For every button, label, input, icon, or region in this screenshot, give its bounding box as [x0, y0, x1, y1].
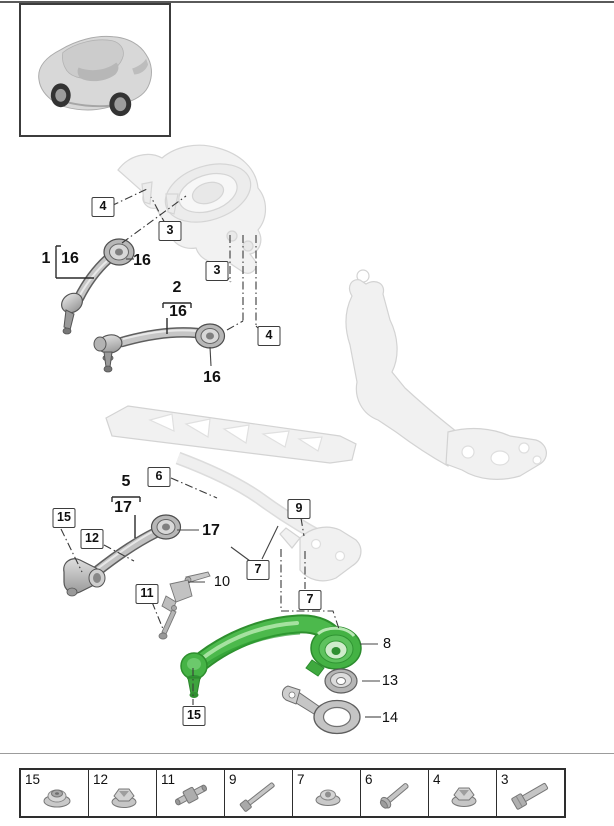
callout-13[interactable]: 13 — [381, 672, 399, 689]
flange-nut-icon — [111, 788, 137, 808]
legend-divider — [0, 753, 614, 754]
legend-number: 7 — [297, 772, 305, 787]
callout-box-11[interactable]: 11 — [135, 584, 159, 604]
callout-14[interactable]: 14 — [381, 709, 399, 726]
flange-nut-icon — [451, 787, 477, 807]
legend-cell-15[interactable]: 15 — [21, 770, 89, 816]
control-arm-5-part — [63, 514, 182, 597]
callout-10[interactable]: 10 — [213, 573, 231, 590]
bushing-13-part — [324, 668, 358, 694]
callout-17-bushing[interactable]: 17 — [202, 522, 220, 539]
legend-number: 12 — [93, 772, 109, 787]
flange-head-bolt-icon — [379, 783, 409, 809]
callout-16-bushing1[interactable]: 16 — [133, 252, 151, 269]
callout-box-4-upper[interactable]: 4 — [91, 197, 115, 217]
wheel-carrier-part — [117, 144, 267, 274]
subframe-part — [105, 269, 547, 582]
legend-number: 6 — [365, 772, 373, 787]
callout-16-bushing2[interactable]: 16 — [203, 369, 221, 386]
legend-cell-9[interactable]: 9 — [225, 770, 293, 816]
callout-2[interactable]: 2 — [172, 279, 182, 296]
callout-box-3-upper[interactable]: 3 — [158, 221, 182, 241]
callout-box-9[interactable]: 9 — [287, 499, 311, 519]
legend-cell-3[interactable]: 3 — [497, 770, 564, 816]
callout-box-3-lower[interactable]: 3 — [205, 261, 229, 281]
callout-17-group[interactable]: 17 — [114, 499, 132, 516]
callout-box-7-left[interactable]: 7 — [246, 560, 270, 580]
callout-1[interactable]: 1 — [41, 250, 51, 267]
callout-box-7-right[interactable]: 7 — [298, 590, 322, 610]
callout-box-12[interactable]: 12 — [80, 529, 104, 549]
hex-bolt-icon — [511, 783, 549, 810]
level-sensor-10-part — [158, 571, 211, 640]
legend-cell-12[interactable]: 12 — [89, 770, 157, 816]
callout-box-6[interactable]: 6 — [147, 467, 171, 487]
callout-box-15-arm[interactable]: 15 — [52, 508, 76, 528]
legend-number: 3 — [501, 772, 509, 787]
vehicle-thumbnail — [19, 3, 171, 137]
callout-8[interactable]: 8 — [382, 635, 392, 652]
top-divider — [0, 1, 614, 3]
clamp-bracket-14-part — [281, 685, 361, 735]
legend-number: 4 — [433, 772, 441, 787]
legend-number: 9 — [229, 772, 237, 787]
dome-flange-nut-icon — [43, 789, 71, 808]
legend-cell-7[interactable]: 7 — [293, 770, 361, 816]
callout-box-15-balljoint[interactable]: 15 — [182, 706, 206, 726]
callout-5[interactable]: 5 — [121, 473, 131, 490]
upper-link-2-part — [93, 323, 226, 373]
double-stud-icon — [174, 784, 208, 806]
long-hex-bolt-icon — [239, 782, 275, 812]
legend-number: 11 — [161, 772, 176, 787]
flange-nut-icon — [315, 789, 341, 806]
fastener-legend: 15 12 11 — [19, 768, 566, 818]
callout-16-group1[interactable]: 16 — [61, 250, 79, 267]
callout-box-4-lower[interactable]: 4 — [257, 326, 281, 346]
legend-cell-6[interactable]: 6 — [361, 770, 429, 816]
car-rear-three-quarter-icon — [38, 35, 152, 117]
lower-control-arm-8-highlighted[interactable] — [180, 614, 362, 698]
legend-cell-4[interactable]: 4 — [429, 770, 497, 816]
legend-number: 15 — [25, 772, 41, 787]
legend-cell-11[interactable]: 11 — [157, 770, 225, 816]
callout-16-group2[interactable]: 16 — [169, 303, 187, 320]
